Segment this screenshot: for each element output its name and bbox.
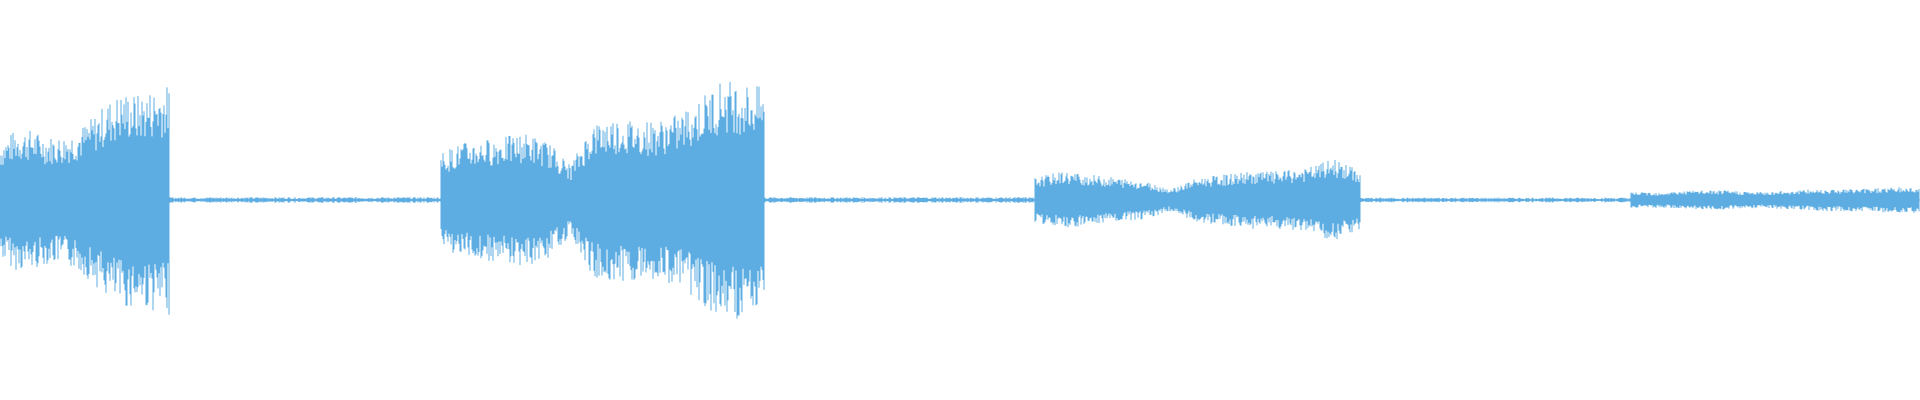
waveform-segment-2 [440, 81, 765, 319]
waveform-segment-0 [0, 87, 170, 315]
waveform-samples [0, 81, 1920, 319]
waveform-segment-1 [169, 197, 441, 203]
waveform-segment-4 [1034, 159, 1361, 239]
waveform-segment-3 [764, 197, 1035, 203]
waveform-segment-5 [1360, 197, 1631, 203]
waveform-segment-6 [1630, 187, 1920, 213]
